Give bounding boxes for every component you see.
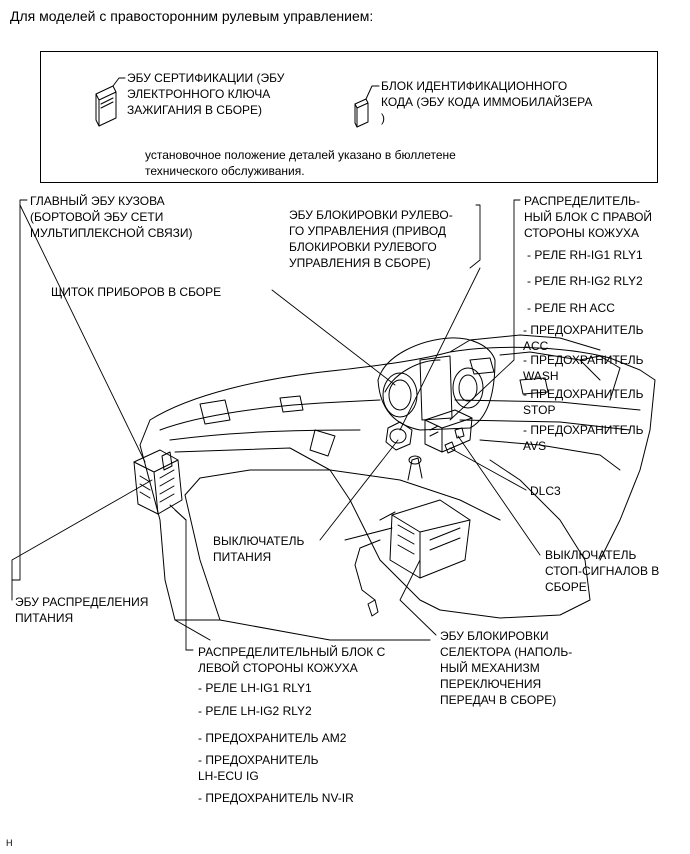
right-fuse-wash: - ПРЕДОХРАНИТЕЛЬ WASH xyxy=(523,353,644,383)
left-relay-2: - РЕЛЕ LH-IG2 RLY2 xyxy=(198,704,312,718)
leader-lines xyxy=(11,199,541,651)
shift-lock-ecu-label: ЭБУ БЛОКИРОВКИ СЕЛЕКТОРА (НАПОЛЬ- НЫЙ МЕ… xyxy=(440,629,573,707)
right-junction-block-shape xyxy=(424,409,473,453)
left-fuse-am2: - ПРЕДОХРАНИТЕЛЬ AM2 xyxy=(198,731,347,745)
steering-lock-ecu-shape xyxy=(385,421,413,451)
dlc3-label: DLC3 xyxy=(530,484,561,498)
stop-light-switch-label: ВЫКЛЮЧАТЕЛЬ СТОП-СИГНАЛОВ В СБОРЕ xyxy=(545,548,660,594)
legend-box xyxy=(40,51,658,183)
id-code-box-icon xyxy=(354,98,369,128)
shift-lever-shape xyxy=(344,455,471,617)
left-junction-block-label: РАСПРЕДЕЛИТЕЛЬНЫЙ БЛОК С ЛЕВОЙ СТОРОНЫ К… xyxy=(198,645,386,675)
left-fuse-lh-ecu-ig: - ПРЕДОХРАНИТЕЛЬ LH-ECU IG xyxy=(198,753,319,783)
dashboard-outline xyxy=(139,334,656,641)
right-fuse-avs: - ПРЕДОХРАНИТЕЛЬ AVS xyxy=(523,423,644,453)
certification-ecu-icon xyxy=(95,85,117,127)
combination-meter-label: ЩИТОК ПРИБОРОВ В СБОРЕ xyxy=(51,285,222,299)
right-junction-block-label: РАСПРЕДЕЛИТЕЛЬ- НЫЙ БЛОК С ПРАВОЙ СТОРОН… xyxy=(524,194,653,240)
right-relay-2: - РЕЛЕ RH-IG2 RLY2 xyxy=(527,274,643,288)
steering-lock-ecu-label: ЭБУ БЛОКИРОВКИ РУЛЕВО- ГО УПРАВЛЕНИЯ (ПР… xyxy=(289,208,453,270)
legend-certification-ecu-label: ЭБУ СЕРТИФИКАЦИИ (ЭБУ ЭЛЕКТРОННОГО КЛЮЧА… xyxy=(127,71,285,117)
legend-note: установочное положение деталей указано в… xyxy=(145,148,456,178)
right-fuse-acc: - ПРЕДОХРАНИТЕЛЬ ACC xyxy=(523,323,644,353)
right-relay-acc: - РЕЛЕ RH ACC xyxy=(527,301,615,315)
right-fuse-stop: - ПРЕДОХРАНИТЕЛЬ STOP xyxy=(523,387,644,417)
left-relay-1: - РЕЛЕ LH-IG1 RLY1 xyxy=(198,681,312,695)
body-ecu-shape xyxy=(133,449,183,515)
left-fuse-nv-ir: - ПРЕДОХРАНИТЕЛЬ NV-IR xyxy=(198,791,354,805)
corner-mark: H xyxy=(6,838,13,848)
power-distribution-ecu-label: ЭБУ РАСПРЕДЕЛЕНИЯ ПИТАНИЯ xyxy=(15,595,149,625)
power-switch-label: ВЫКЛЮЧАТЕЛЬ ПИТАНИЯ xyxy=(213,534,305,564)
legend-id-code-box-label: БЛОК ИДЕНТИФИКАЦИОННОГО КОДА (ЭБУ КОДА И… xyxy=(381,79,593,125)
page-title: Для моделей с правосторонним рулевым упр… xyxy=(10,8,374,24)
right-relay-1: - РЕЛЕ RH-IG1 RLY1 xyxy=(527,248,643,262)
main-body-ecu-label: ГЛАВНЫЙ ЭБУ КУЗОВА (БОРТОВОЙ ЭБУ СЕТИ МУ… xyxy=(30,194,193,240)
